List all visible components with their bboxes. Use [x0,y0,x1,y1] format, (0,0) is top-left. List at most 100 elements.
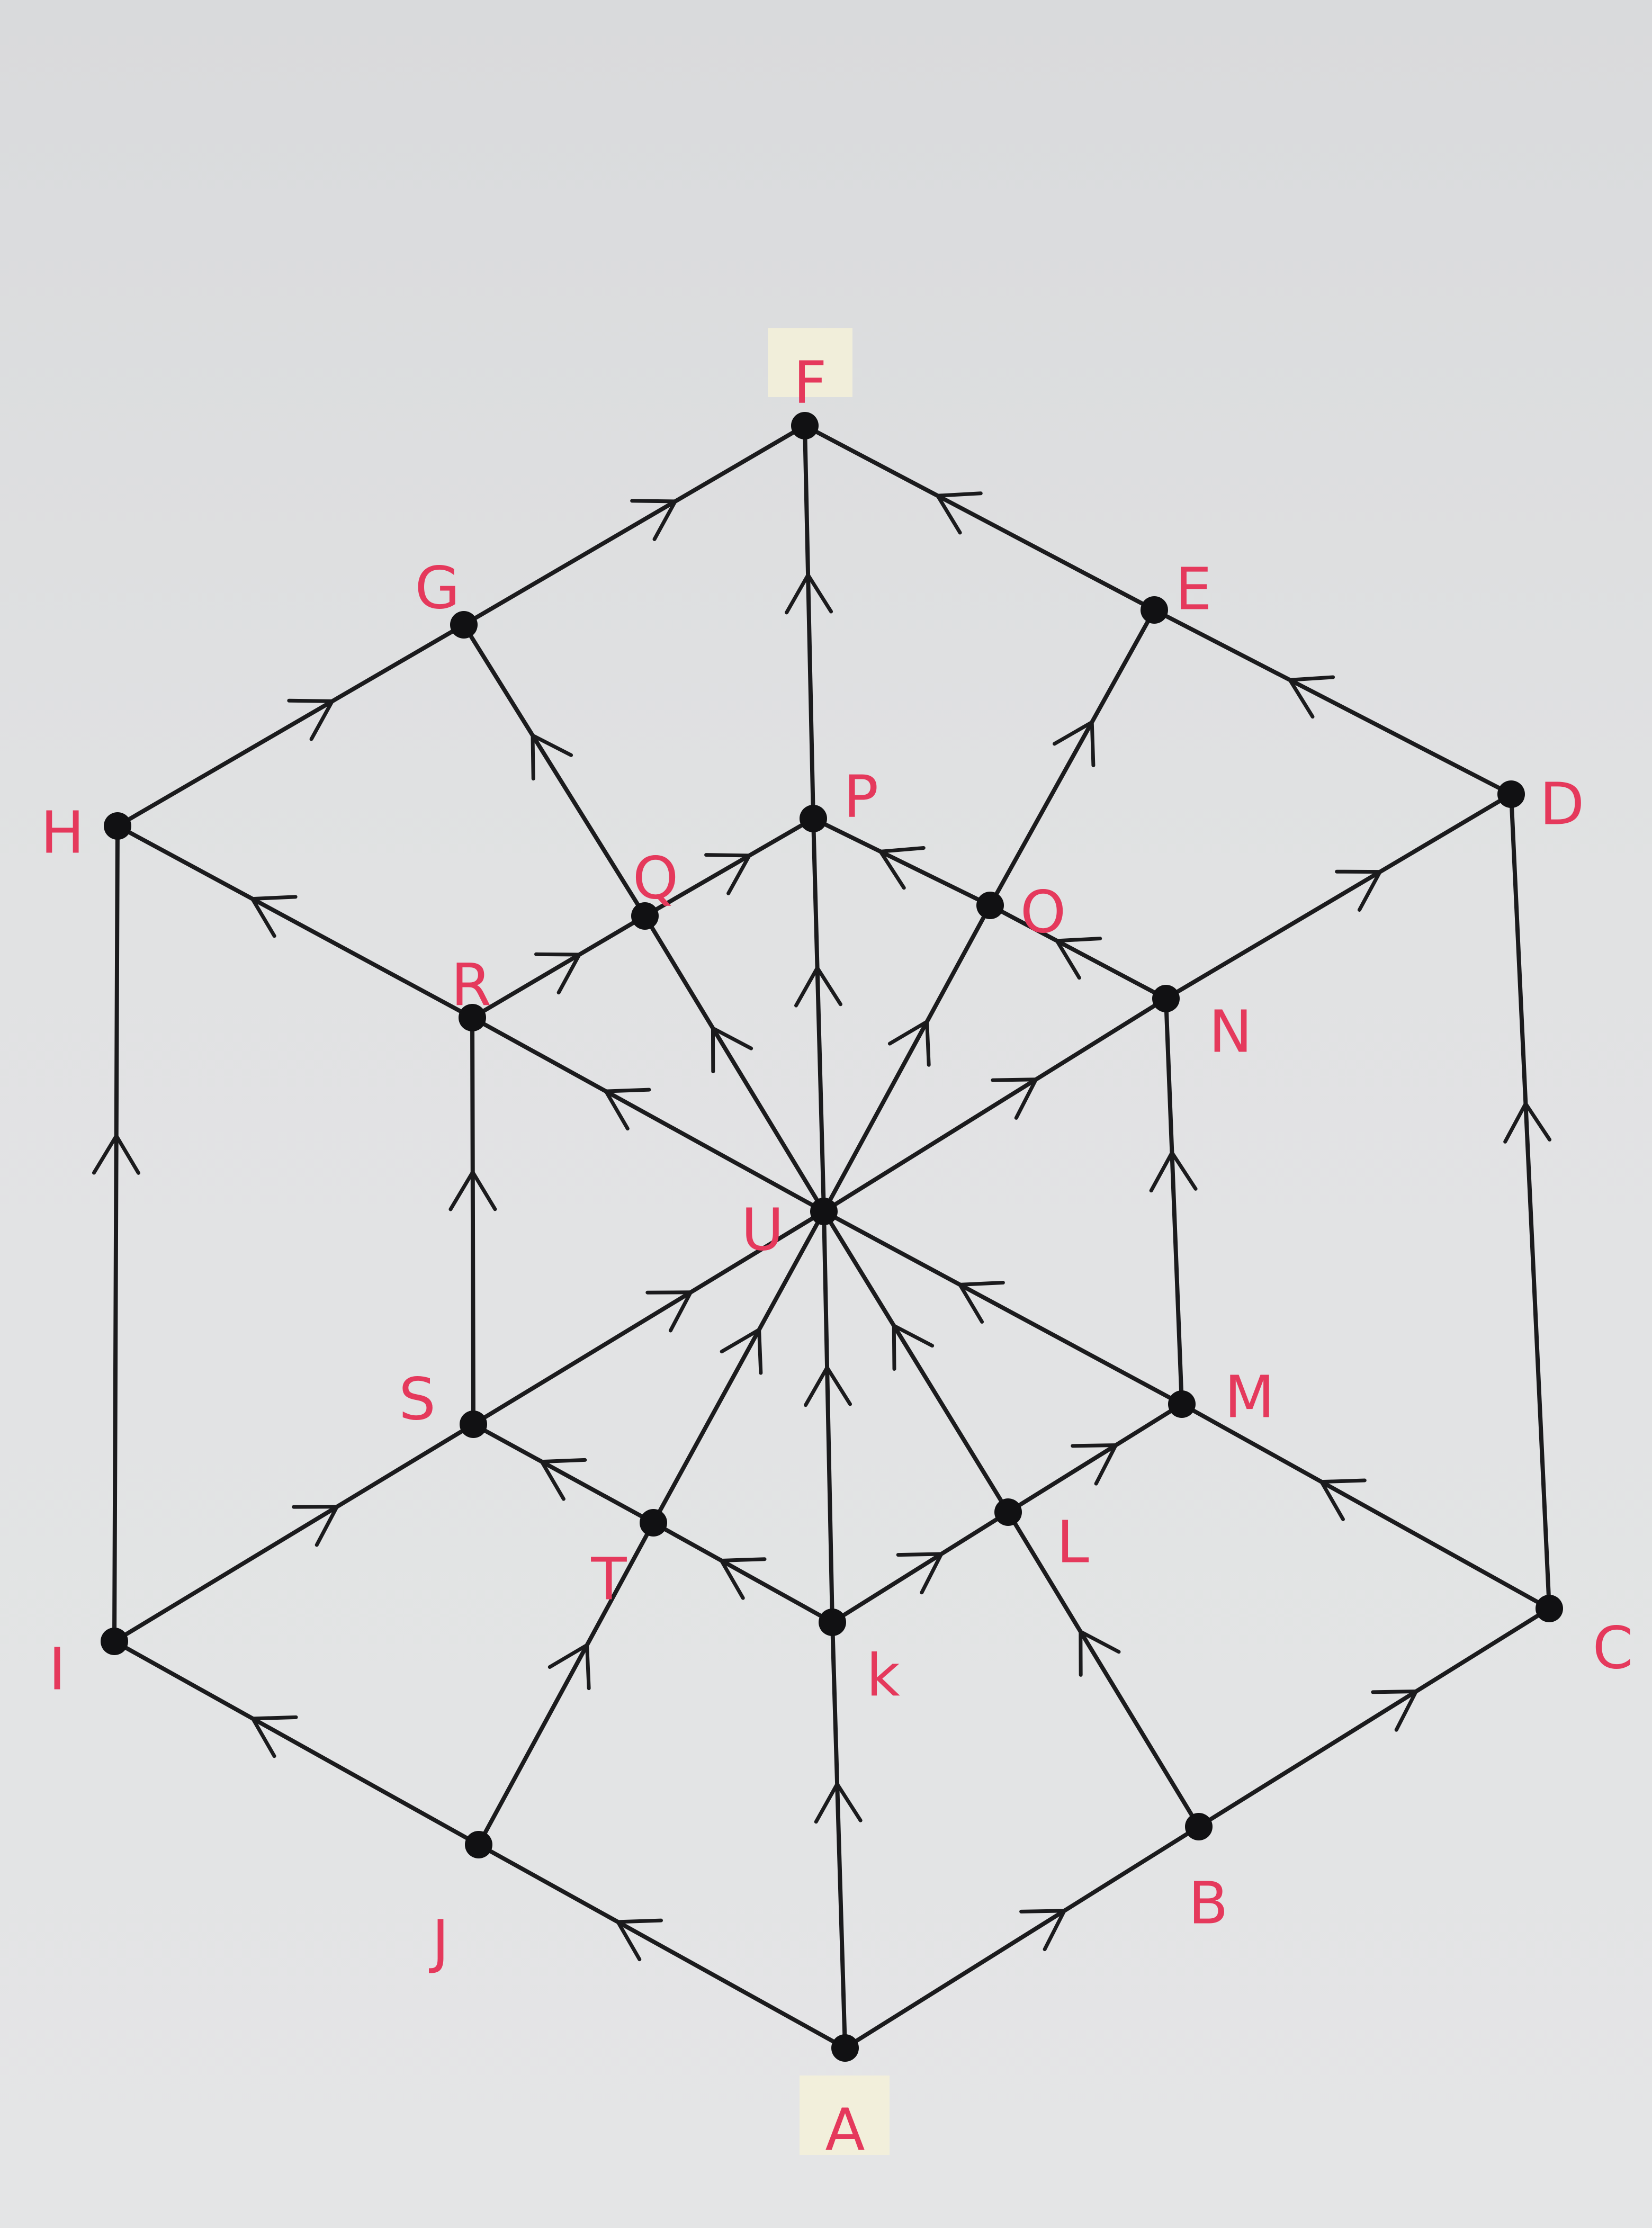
arrowhead-a-b [1019,1909,1066,1952]
arrowhead-g-f [630,499,677,541]
arrowhead-o-p [878,846,926,890]
node-label-r: R [451,951,491,1019]
node-s [460,1411,487,1438]
edge-d-e [1152,608,1513,796]
arrowhead-j-i [250,1715,298,1758]
edge-i-h [112,824,120,1643]
edge-k-l [830,1510,1010,1624]
arrowhead-i-h [92,1134,140,1175]
node-i [101,1628,128,1655]
arrowhead-m-n [1149,1151,1198,1193]
node-t [640,1509,667,1537]
edge-u-p [811,816,826,1214]
edge-g-f [462,424,807,627]
edge-b-l [1006,1510,1201,1829]
arrowhead-r-q [534,952,581,995]
arrowhead-n-d [1335,869,1382,912]
arrowhead-u-n [991,1077,1038,1120]
edge-u-n [822,996,1168,1214]
edge-i-s [112,1422,475,1643]
arrowhead-u-o [887,1020,931,1067]
arrowhead-t-s [540,1458,587,1501]
edge-r-q [470,914,647,1020]
node-label-e: E [1175,555,1212,623]
edge-p-f [803,424,815,821]
edge-m-u [822,1209,1184,1406]
node-r [459,1004,486,1031]
edge-layer [112,424,1551,2050]
node-label-o: O [1020,878,1066,946]
edge-e-f [803,424,1156,612]
node-e [1141,596,1168,624]
arrowhead-u-p [794,966,842,1008]
node-n [1152,985,1180,1012]
node-q [631,902,659,930]
edge-a-k [830,1620,847,2050]
arrowhead-b-c [1371,1690,1418,1732]
edge-j-t [477,1521,656,1847]
node-label-l: L [1056,1508,1089,1576]
arrowhead-k-t [719,1557,767,1600]
edge-q-g [462,623,647,918]
node-label-f: F [793,348,827,416]
node-label-a: A [825,2096,865,2163]
edge-q-p [643,816,815,918]
edge-j-i [112,1639,481,1847]
edge-b-c [1197,1606,1551,1829]
arrowhead-a-k [814,1782,863,1824]
arrowhead-q-g [531,733,573,781]
node-label-i: I [49,1635,66,1703]
arrowhead-p-f [785,573,833,615]
edge-s-r [470,1016,475,1426]
edge-l-u [822,1209,1010,1514]
edge-r-h [115,824,474,1020]
edge-a-b [843,1825,1201,2050]
arrowhead-q-p [704,853,751,895]
edge-m-n [1164,996,1184,1406]
edge-u-o [822,903,992,1214]
arrowhead-u-q [711,1026,753,1074]
node-o [976,892,1004,919]
edge-u-r [470,1016,826,1214]
arrowhead-u-r [604,1088,651,1131]
node-g [450,611,478,639]
arrowhead-t-u [720,1327,763,1375]
arrowhead-m-u [958,1281,1005,1324]
edge-u-q [643,914,826,1214]
node-a [831,2034,859,2062]
edge-k-t [651,1521,834,1624]
node-c [1536,1595,1563,1622]
node-k [819,1609,846,1636]
arrowhead-k-u [804,1365,852,1407]
node-label-q: Q [633,844,679,912]
node-label-j: J [429,1907,449,1975]
node-m [1168,1390,1196,1418]
node-label-d: D [1540,770,1585,838]
edge-c-d [1509,792,1551,1611]
node-j [465,1831,492,1858]
node-label-s: S [399,1365,436,1433]
node-h [104,812,131,840]
arrowhead-s-r [448,1170,497,1211]
node-u [810,1198,838,1225]
node-f [791,412,819,439]
edge-n-d [1164,792,1513,1001]
edge-a-j [477,1843,847,2050]
node-label-c: C [1593,1614,1633,1682]
node-d [1497,780,1525,808]
arrowhead-j-t [547,1643,591,1691]
arrowhead-k-l [896,1552,944,1595]
arrowhead-c-d [1503,1101,1552,1144]
edge-t-u [651,1209,826,1525]
arrowhead-n-o [1055,937,1102,980]
edge-n-o [988,903,1168,1001]
arrowhead-d-e [1288,675,1335,719]
arrowhead-s-u [645,1290,693,1333]
node-label-h: H [41,798,85,866]
node-label-b: B [1188,1869,1228,1937]
edge-o-e [988,608,1156,908]
arrowhead-i-s [292,1505,339,1547]
arrowhead-c-m [1319,1478,1367,1521]
arrowhead-e-f [936,491,983,535]
node-label-p: P [843,762,878,830]
